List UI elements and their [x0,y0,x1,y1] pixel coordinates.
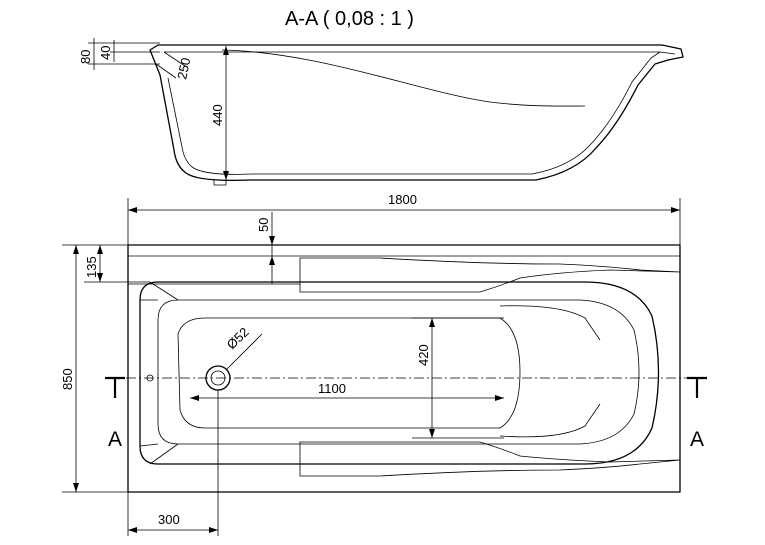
dim-440-label: 440 [210,104,225,126]
dim-300-label: 300 [158,512,180,527]
dim-80-label: 80 [78,50,93,64]
plan-head-side-bot [499,403,601,438]
dim-440-arrow-top [223,46,229,55]
section-backrest-curve [221,49,586,107]
dim-850-arrow-bot [73,483,79,492]
plan-left-bevel [139,281,179,465]
section-marker-right-label: A [690,428,704,451]
overflow-mark [146,374,154,382]
dim-440-arrow-bot [223,171,229,180]
section-drain-bump [213,180,227,186]
plan-outer-rect [127,244,681,493]
dim-850-arrow-top [73,245,79,254]
dim-1800-arrow-right [671,207,680,213]
dim-50-arrow-top [269,236,275,245]
plan-backrest-top [299,257,681,293]
dim-40-label: 40 [98,46,113,60]
dim-135-arrow-bot [97,273,103,282]
section-view: 80 40 250 440 [78,38,684,186]
dim-1100-label: 1100 [318,381,346,396]
dim-1800-arrow-left [128,207,137,213]
dim-135-label: 135 [84,256,99,278]
plan-basin-floor [177,317,521,429]
dim-250-label: 250 [174,56,193,80]
dim-250-leader [155,63,177,79]
section-outer-profile [149,44,684,181]
drain-leader [225,333,263,371]
dim-420-arrow-bot [429,429,435,438]
dim-50-arrow-bot [269,256,275,265]
dim-300-arrow-right [209,527,218,533]
dim-1800-label: 1800 [388,192,417,207]
dim-420-label: 420 [416,344,431,366]
dim-250-leader-2 [163,51,186,67]
dim-135-arrow-top [97,245,103,254]
dim-850-label: 850 [60,368,75,390]
dim-300-arrow-left [128,527,137,533]
dim-50-label: 50 [256,218,271,232]
dim-420-arrow-top [429,318,435,327]
section-title: A-A ( 0,08 : 1 ) [285,8,414,30]
section-marker-left-label: A [108,428,122,451]
dim-1100-arrow-left [190,395,199,401]
section-inner-rim [164,51,676,175]
drain-inner-circle [210,370,226,386]
dim-1100-arrow-right [495,395,504,401]
plan-backrest-bottom [299,441,681,477]
plan-head-side-top [499,305,601,341]
plan-basin-inner [157,299,640,445]
plan-view: A A Ø52 1800 50 135 850 [60,192,707,536]
